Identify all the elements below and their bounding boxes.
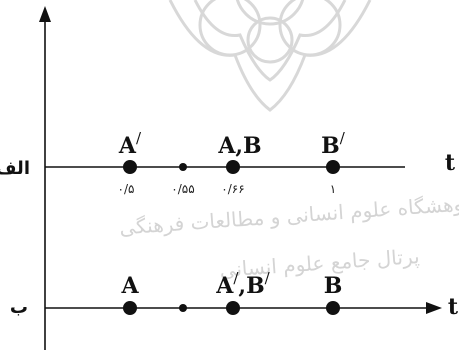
row-alef: الف t A/ A,B B/ ۰/۵ ۰/۵۵ ۰/۶۶ ۱ (0, 129, 456, 196)
point-ab (226, 160, 240, 174)
point-a-prime (123, 160, 137, 174)
label-a: A (120, 273, 139, 299)
point-mid-2 (179, 304, 187, 312)
watermark-ornament (168, 0, 372, 112)
point-b (326, 301, 340, 315)
vertical-axis-arrow-icon (39, 6, 51, 22)
axis-label-t-alef: t (445, 150, 456, 176)
tick-label-3: ۱ (330, 182, 336, 196)
row-label-be: ب (10, 297, 28, 318)
tick-label-2: ۰/۶۶ (221, 182, 244, 196)
row-be: ب t A A/,B/ B (10, 269, 459, 320)
label-b: B (324, 273, 343, 299)
axis-label-t-be: t (448, 294, 459, 320)
point-mid (179, 163, 187, 171)
label-ab-prime: A/,B/ (215, 269, 270, 299)
row-label-alef: الف (0, 158, 30, 179)
point-a (123, 301, 137, 315)
time-axis-arrow-icon (426, 302, 442, 314)
point-ab-prime (226, 301, 240, 315)
label-a-prime: A/ (118, 129, 142, 159)
label-b-prime: B/ (321, 129, 346, 159)
label-ab: A,B (217, 133, 261, 159)
tick-label-1: ۰/۵۵ (171, 182, 194, 196)
point-b-prime (326, 160, 340, 174)
tick-label-0: ۰/۵ (118, 182, 135, 196)
watermark-line1: پژوهشگاه علوم انسانی و مطالعات فرهنگی (119, 190, 459, 240)
